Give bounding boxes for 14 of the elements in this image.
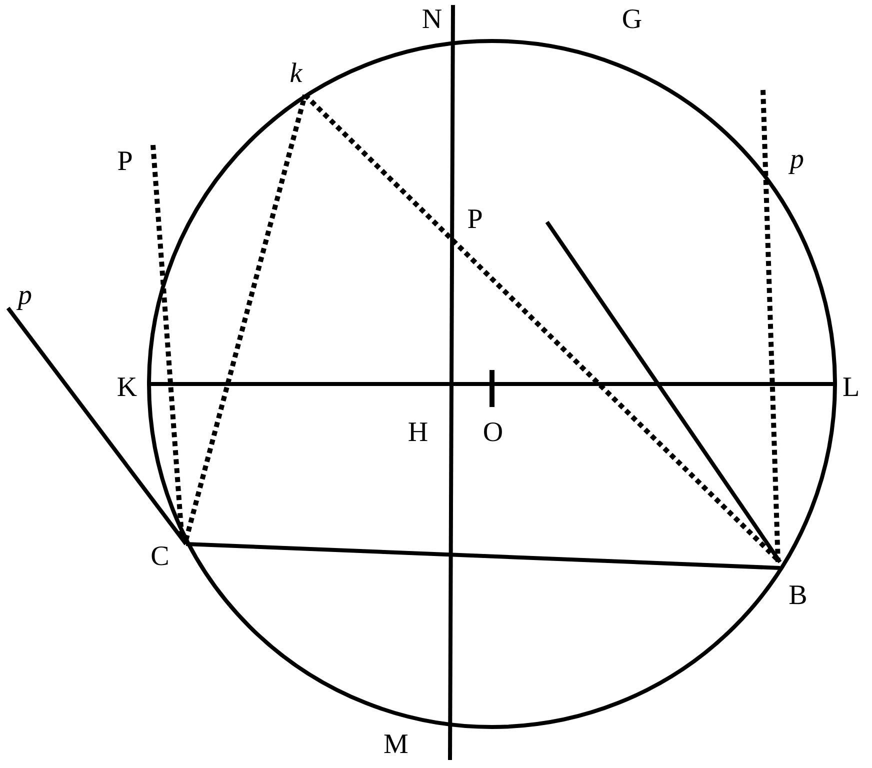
point-label: B <box>788 582 808 610</box>
point-label: P <box>117 148 133 176</box>
point-label: G <box>622 6 642 34</box>
point-label: L <box>842 374 860 402</box>
point-label: M <box>384 731 408 759</box>
point-label: P <box>467 206 483 234</box>
point-label: k <box>290 60 302 88</box>
point-label: O <box>482 419 504 447</box>
point-label: N <box>422 6 442 34</box>
point-label: C <box>150 543 170 571</box>
point-label: H <box>408 419 428 447</box>
point-label: p <box>18 282 32 310</box>
point-label: p <box>790 146 804 174</box>
point-label: K <box>116 374 138 402</box>
